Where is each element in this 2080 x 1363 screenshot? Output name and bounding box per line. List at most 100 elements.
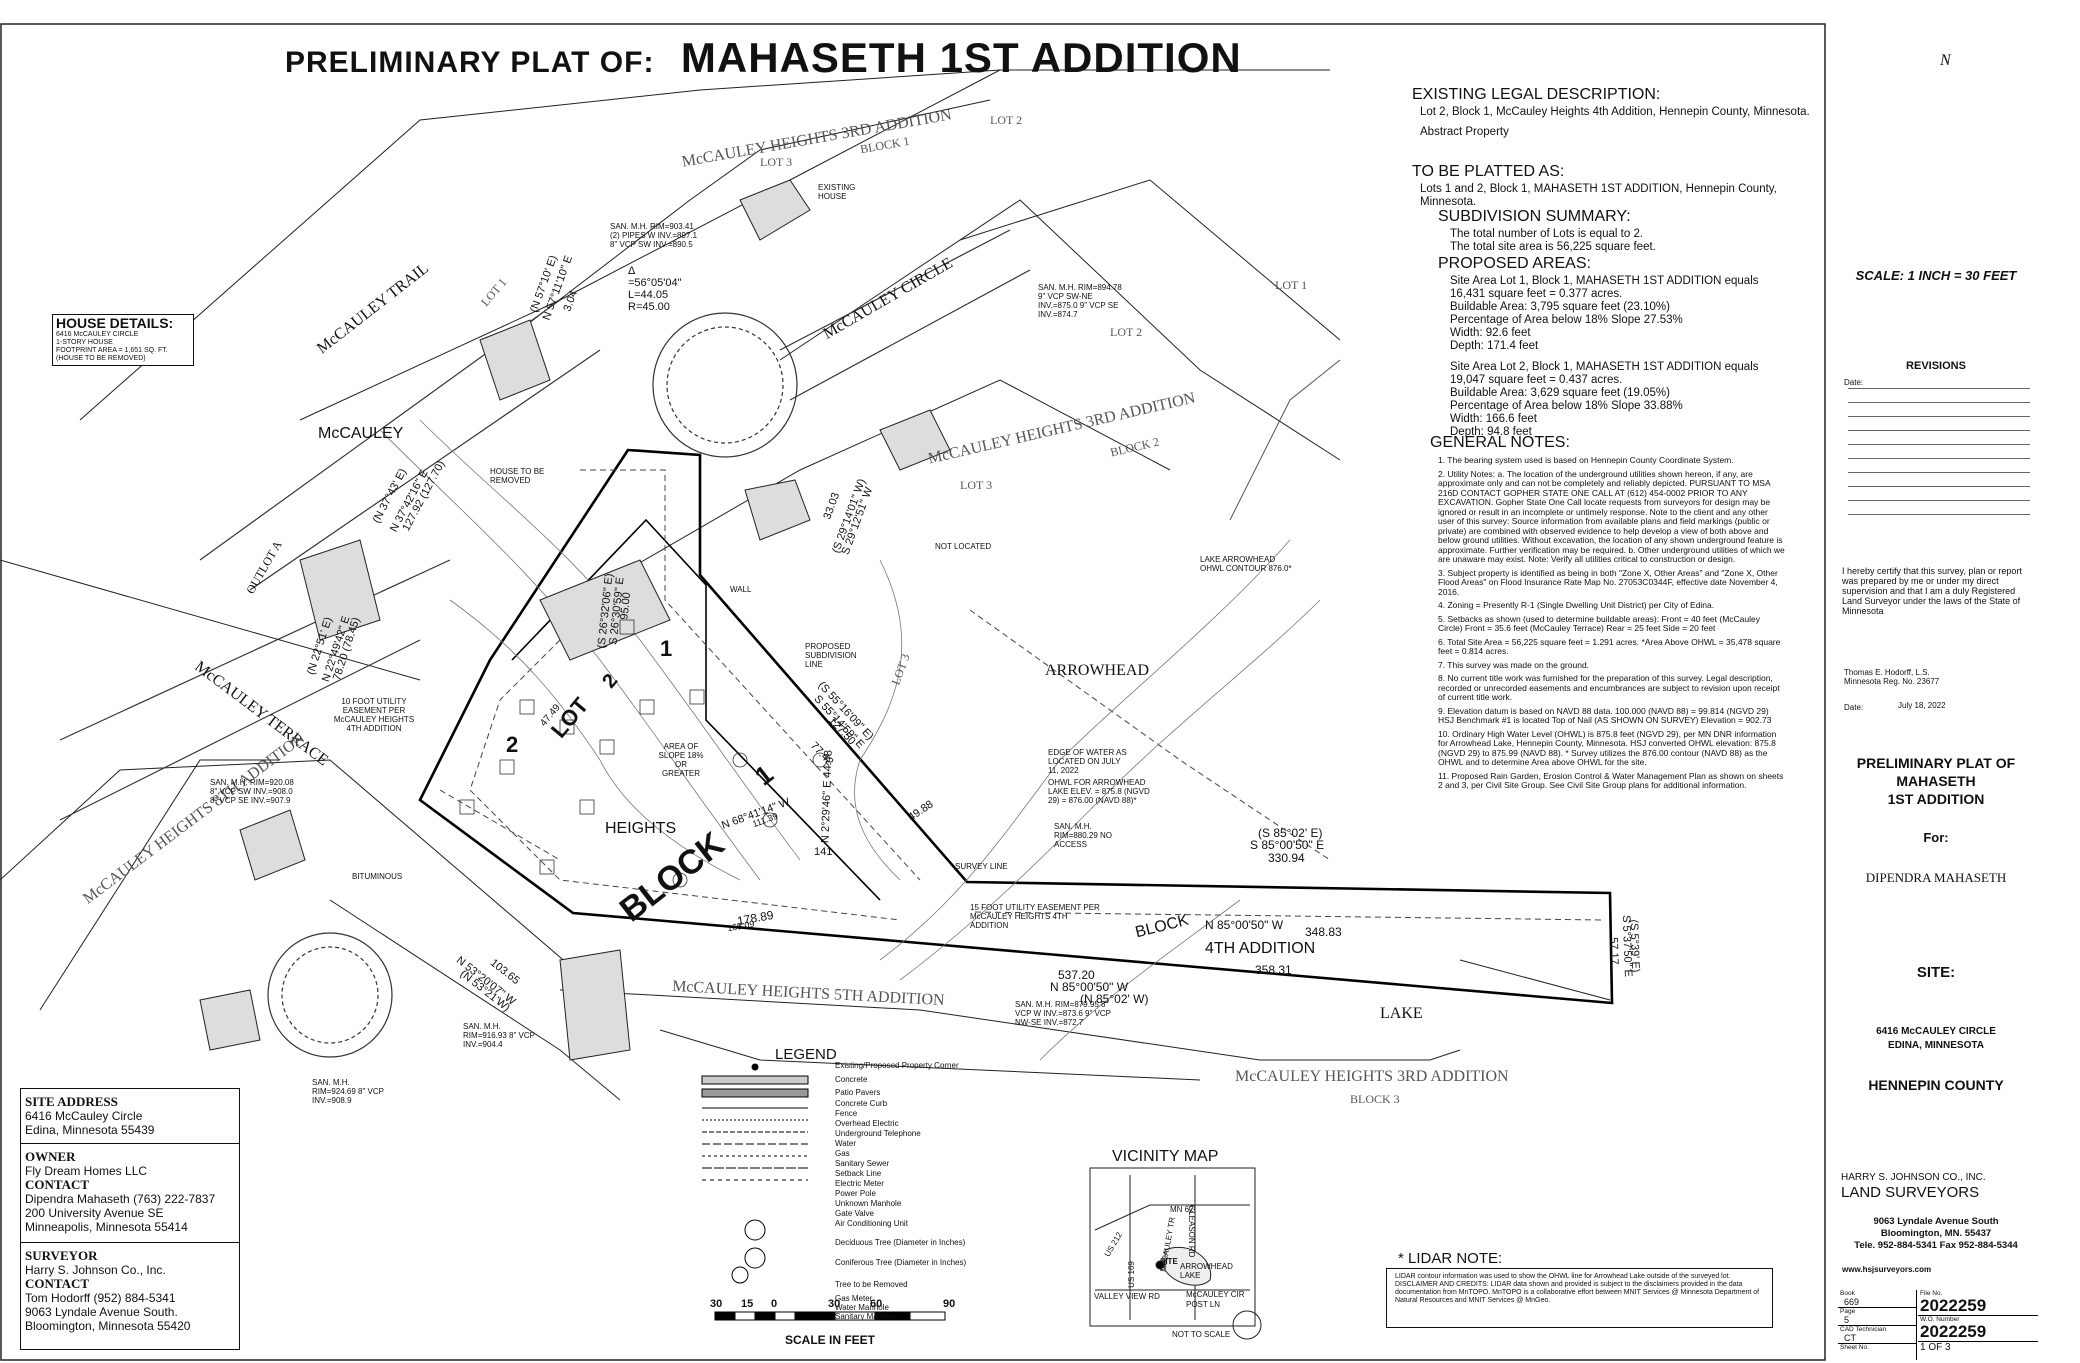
vicinity-road: US 169: [1126, 1261, 1136, 1288]
north-arrow-icon: [1912, 150, 1982, 220]
label-house-to-remove: HOUSE TO BE REMOVED: [490, 467, 545, 485]
label-lot1-right: LOT 1: [1275, 278, 1308, 292]
certification-text: I hereby certify that this survey, plan …: [1842, 566, 2022, 616]
site-address-line: Edina, Minnesota 55439: [25, 1123, 155, 1137]
summary-line: The total number of Lots is equal to 2.: [1450, 228, 1644, 240]
label-lot3-top: LOT 3: [760, 155, 793, 169]
area-line: Site Area Lot 2, Block 1, MAHASETH 1ST A…: [1450, 361, 1759, 373]
label-lot2-right: LOT 2: [1110, 325, 1143, 339]
legend-item: Existing/Proposed Property Corner: [835, 1061, 959, 1070]
legend-item: Air Conditioning Unit: [835, 1219, 908, 1228]
revisions-heading: REVISIONS: [1906, 360, 1966, 372]
dim-n85-c: (N 85°02' W): [1080, 992, 1149, 1006]
existing-legal-heading: EXISTING LEGAL DESCRIPTION:: [1412, 86, 1661, 103]
label-mccauley: McCAULEY: [318, 425, 404, 442]
tb-site-line: EDINA, MINNESOTA: [1888, 1040, 1984, 1051]
cad-label: CAD Technician: [1840, 1326, 1887, 1333]
scale-tick: 15: [741, 1298, 754, 1310]
lot1-areas: Site Area Lot 1, Block 1, MAHASETH 1ST A…: [1450, 275, 1818, 353]
area-line: Depth: 171.4 feet: [1450, 340, 1539, 352]
label-san-mh-right: SAN. M.H. RIM=894.78 9" VCP SW-NE INV.=8…: [1038, 283, 1122, 319]
legend-item: Unknown Manhole: [835, 1199, 902, 1208]
label-san-mh-mid: SAN. M.H. RIM=880.29 NO ACCESS: [1054, 822, 1113, 849]
label-ohwl: OHWL FOR ARROWHEAD LAKE ELEV. = 875.8 (N…: [1048, 778, 1150, 805]
county: HENNEPIN COUNTY: [1868, 1077, 2004, 1093]
to-be-platted-text: Lots 1 and 2, Block 1, MAHASETH 1ST ADDI…: [1420, 183, 1777, 208]
to-be-platted-heading: TO BE PLATTED AS:: [1412, 163, 1565, 180]
tb-site-line: 6416 McCAULEY CIRCLE: [1876, 1026, 1996, 1037]
proposed-areas-heading: PROPOSED AREAS:: [1438, 255, 1591, 272]
dim-53720: 537.20: [1058, 968, 1095, 982]
house-details: HOUSE DETAILS: 6416 McCAULEY CIRCLE 1-ST…: [52, 314, 194, 366]
revision-row: [1848, 388, 2030, 389]
plat-title: PRELIMINARY PLAT OF: MAHASETH 1ST ADDITI…: [285, 34, 1242, 82]
note-item: 9. Elevation datum is based on NAVD 88 d…: [1438, 705, 1772, 725]
legend-item: Power Pole: [835, 1189, 876, 1198]
revision-row: [1848, 402, 2030, 403]
company-line1: HARRY S. JOHNSON CO., INC.: [1841, 1172, 1986, 1183]
lidar-heading: * LIDAR NOTE:: [1398, 1250, 1503, 1267]
legend-item: Gate Valve: [835, 1209, 874, 1218]
note-item: 1. The bearing system used is based on H…: [1438, 455, 1734, 465]
summary-line: The total site area is 56,225 square fee…: [1450, 241, 1656, 253]
scale-label: SCALE IN FEET: [785, 1333, 876, 1347]
sign-date-label: Date:: [1844, 703, 1864, 712]
area-line: 16,431 square feet = 0.377 acres.: [1450, 288, 1623, 300]
tb-plat-title-line: PRELIMINARY PLAT OF: [1856, 755, 2016, 771]
note-item: 6. Total Site Area = 56,225 square feet …: [1438, 636, 1781, 656]
client-name: DIPENDRA MAHASETH: [1865, 870, 2007, 885]
scale-tick: 30: [710, 1298, 723, 1310]
north-label: N: [1940, 52, 1951, 69]
owner-contact-line: 200 University Avenue SE: [25, 1206, 164, 1220]
subdivision-summary-heading: SUBDIVISION SUMMARY:: [1438, 208, 1631, 225]
label-wall: WALL: [730, 585, 752, 594]
tb-plat-title-line: MAHASETH: [1896, 773, 1976, 789]
area-line: Width: 92.6 feet: [1450, 327, 1531, 339]
note-item: 3. Subject property is identified as bei…: [1438, 567, 1778, 597]
legend-item: Electric Meter: [835, 1179, 884, 1188]
house-detail-line: 1-STORY HOUSE: [56, 339, 113, 346]
note-item: 11. Proposed Rain Garden, Erosion Contro…: [1438, 770, 1784, 790]
scale-tick: 30: [828, 1298, 841, 1310]
legend-item: Setback Line: [835, 1169, 882, 1178]
legend-item: Deciduous Tree (Diameter in Inches): [835, 1238, 966, 1247]
site-address-heading: SITE ADDRESS: [25, 1094, 118, 1109]
label-san-mh-bl1: SAN. M.H. RIM=916.93 8" VCP INV.=904.4: [463, 1022, 535, 1049]
area-line: Width: 166.6 feet: [1450, 413, 1537, 425]
scale-note: SCALE: 1 INCH = 30 FEET: [1855, 268, 2017, 283]
area-line: Site Area Lot 1, Block 1, MAHASETH 1ST A…: [1450, 275, 1759, 287]
legend-item: Fence: [835, 1109, 858, 1118]
dim-n85-b: N 85°00'50" W: [1050, 980, 1129, 994]
not-to-scale: NOT TO SCALE: [1172, 1330, 1231, 1339]
legend-item: Patio Pavers: [835, 1088, 881, 1097]
vicinity-road: VALLEY VIEW RD: [1094, 1292, 1160, 1301]
cad-value: CT: [1838, 1333, 1916, 1344]
label-utility-easement-10: 10 FOOT UTILITY EASEMENT PER McCAULEY HE…: [333, 697, 415, 733]
revision-row: [1848, 444, 2030, 445]
note-item: 7. This survey was made on the ground.: [1438, 659, 1590, 670]
legend-item: Coniferous Tree (Diameter in Inches): [835, 1258, 967, 1267]
note-item: 2. Utility Notes: a. The location of the…: [1438, 468, 1785, 564]
vicinity-site-street: McCAULEY CIR: [1186, 1290, 1245, 1299]
label-san-mh-bl2: SAN. M.H. RIM=924.69 8" VCP INV.=908.9: [312, 1078, 384, 1105]
vicinity-site-street2: POST LN: [1186, 1300, 1221, 1309]
label-utility-easement-15: 15 FOOT UTILITY EASEMENT PER McCAULEY HE…: [970, 903, 1100, 930]
lidar-box: LIDAR contour information was used to sh…: [1386, 1268, 1773, 1328]
book-value: 669: [1838, 1297, 1916, 1308]
dim-35831: 358.31: [1255, 963, 1292, 977]
company-address: 9063 Lyndale Avenue South Bloomington, M…: [1836, 1216, 2036, 1252]
label-bituminous: BITUMINOUS: [352, 872, 403, 881]
label-san-mh-top: SAN. M.H. RIM=903.41 (2) PIPES W INV.=89…: [610, 222, 698, 249]
dim-s85-2: S 85°00'50" E: [1250, 838, 1325, 852]
contact-box: SITE ADDRESS 6416 McCauley Circle Edina,…: [20, 1088, 240, 1350]
label-lot-num-2b: 2: [506, 732, 519, 757]
owner-contact-line: Minneapolis, Minnesota 55414: [25, 1220, 188, 1234]
note-item: 5. Setbacks as shown (used to determine …: [1438, 613, 1760, 633]
label-survey-line: SURVEY LINE: [955, 862, 1008, 871]
to-be-platted: TO BE PLATTED AS: Lots 1 and 2, Block 1,…: [1412, 163, 1822, 209]
dim-s5-3: 57.17: [1607, 937, 1621, 965]
revision-row: [1848, 430, 2030, 431]
page-value: 5: [1838, 1315, 1916, 1326]
revision-row: [1848, 458, 2030, 459]
